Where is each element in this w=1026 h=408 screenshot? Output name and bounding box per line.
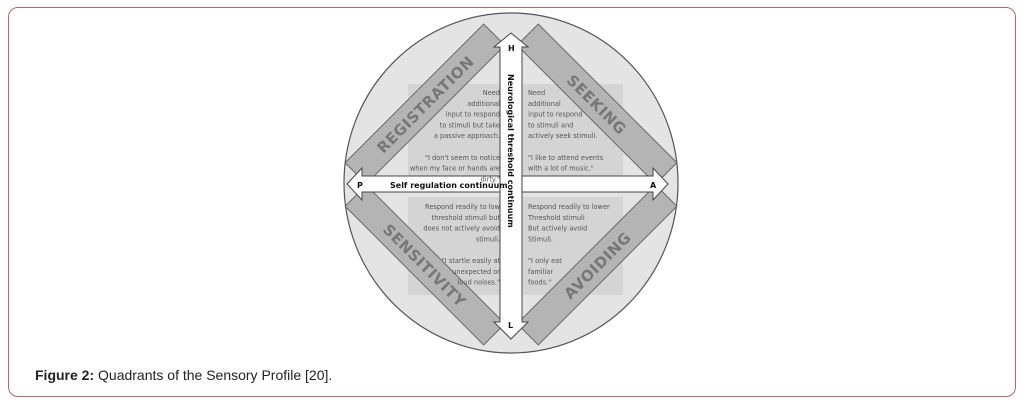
avoiding-text-line: familiar [528,268,553,276]
sensitivity-text-line: "I startle easily at [442,257,501,265]
caption-label: Figure 2: [35,367,95,383]
figure-caption: Figure 2: Quadrants of the Sensory Profi… [35,367,332,383]
avoiding-text-line: Threshold stimuli [527,214,585,222]
axis-bottom-label: L [508,321,513,330]
seeking-text-line: actively seek stimuli. [528,132,598,140]
axis-left-label: P [357,181,363,190]
registration-text-line: to stimuli but take [440,121,500,129]
avoiding-text-line: Stimuli. [528,235,553,243]
avoiding-text-line: "I only eat [528,257,562,265]
figure-card [8,7,1016,397]
seeking-text-line: additional [528,100,561,108]
axis-top-label: H [508,44,515,53]
sensitivity-text-line: loud noises." [458,279,500,287]
sensitivity-text-line: threshold stimuli but [432,214,501,222]
seeking-text-line: with a lot of music." [528,165,594,173]
axis-right-label: A [650,181,657,190]
registration-text-line: input to respond [446,111,500,119]
avoiding-text-line: foods." [528,279,551,287]
caption-text: Quadrants of the Sensory Profile [20]. [94,367,333,383]
registration-text-line: dirty." [481,175,500,183]
seeking-text-line: input to respond [528,111,582,119]
seeking-text-line: Need [528,89,545,97]
registration-text-line: Need [483,89,500,97]
avoiding-text-line: Respond readily to lower [528,203,610,211]
seeking-text-line: to stimuli and [528,121,573,129]
sensitivity-text-line: does not actively avoid [423,225,500,233]
avoiding-text-line: But actively avoid [528,225,587,233]
registration-text-line: "I don't seem to notice [425,154,500,162]
seeking-text-line: "I like to attend events [528,154,604,162]
registration-text-line: a passive approach. [434,132,500,140]
sensitivity-text-line: unexpected or [452,268,500,276]
registration-text-line: when my face or hands are [410,165,500,173]
horizontal-axis-label: Self regulation continuum [390,181,508,190]
sensitivity-text-line: stimuli. [476,235,500,243]
registration-text-line: additional [467,100,500,108]
sensitivity-text-line: Respond readily to low [425,203,501,211]
vertical-axis-label: Neurological threshold continuum [506,74,515,228]
